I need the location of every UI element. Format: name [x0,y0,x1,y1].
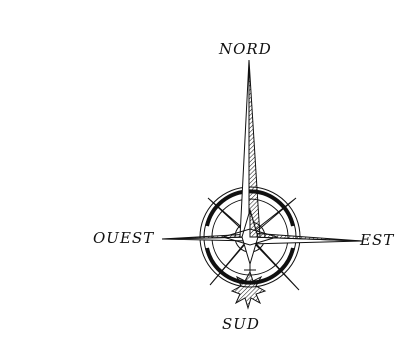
west-label: OUEST [93,229,154,247]
north-label: NORD [219,40,272,58]
east-label: EST [360,231,394,249]
south-label: SUD [222,315,260,333]
west-east-points [162,233,362,244]
